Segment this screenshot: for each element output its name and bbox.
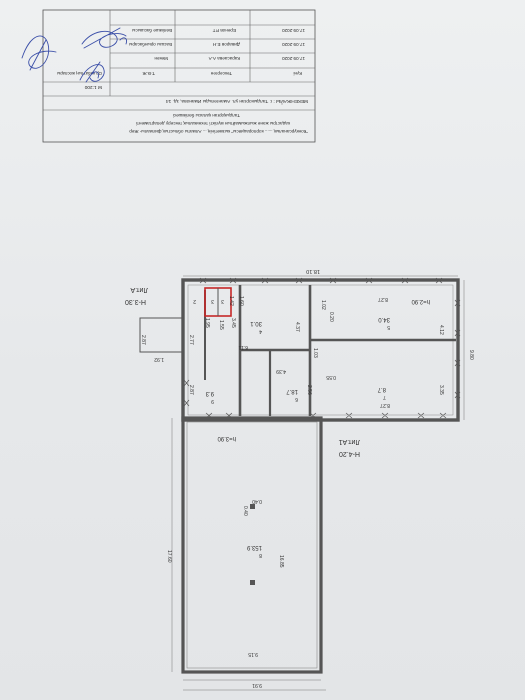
- room-height-hall: h=3.90: [217, 435, 236, 441]
- dim-1-95: 1.95: [204, 318, 210, 328]
- dim-3-35: 3.35: [438, 385, 444, 395]
- dim-3-45: 3.45: [230, 318, 236, 328]
- wall-hatching: [183, 277, 461, 419]
- room-area-hall: 153.9: [246, 544, 262, 550]
- porch: [139, 317, 183, 353]
- dim-1-03: 1.03: [312, 348, 318, 358]
- room-area-9: 9.3: [205, 390, 214, 396]
- room-area-4: 30.1: [250, 320, 262, 326]
- dim-overall-depth: 9.80: [468, 350, 474, 360]
- dim-9-15: 9.15: [248, 651, 258, 657]
- doc-label: Ор қабаттың жоспары: [57, 71, 102, 76]
- signatures: [21, 27, 127, 83]
- col-header-checked: Тексерген: [210, 71, 232, 76]
- dim-0-40-a: 0.40: [252, 498, 262, 504]
- row1-name: Карасаева А.А: [208, 56, 240, 61]
- dimension-lines: [171, 275, 465, 691]
- lit-a-height: Н-3.30: [125, 298, 146, 305]
- title-line-2: кадастры және жылжымайтын мүлікті техник…: [136, 121, 290, 127]
- row2-name: Диваров Е.Н: [213, 42, 240, 47]
- row3-role: Бөлімше басшысы: [132, 28, 172, 33]
- row3-name: Еренов Р.Т: [213, 28, 236, 33]
- room-area-6: 18.7: [286, 388, 298, 394]
- dim-0-20: 0.20: [328, 312, 334, 322]
- lit-a1-height: Н-4.20: [339, 450, 360, 457]
- row1-role: Мекен: [154, 56, 168, 61]
- room-area-5: 34.0: [378, 316, 390, 322]
- room-area-3: 3: [221, 298, 224, 304]
- column-marker: [250, 504, 255, 509]
- room-code-5: 5: [387, 324, 390, 330]
- room-height-upper: h=2.90: [411, 298, 430, 304]
- room-code-8: 8: [259, 552, 262, 558]
- dim-4-12: 4.12: [438, 325, 444, 335]
- signature-1: [21, 35, 57, 71]
- dim-9-91: 9.91: [252, 682, 262, 688]
- upper-block-walls: [181, 278, 460, 422]
- col-header-name: Т.Ә.Ж: [142, 71, 155, 76]
- dim-4-39: 4.39: [276, 368, 286, 374]
- scale-label: М 1:200: [84, 84, 102, 90]
- signature-3: [81, 27, 127, 49]
- dim-1-42: 1.42: [228, 296, 234, 306]
- room-code-9: 9: [211, 398, 214, 404]
- dim-overall-width: 18.10: [306, 268, 320, 274]
- hall-inner-line: [186, 421, 318, 669]
- address-row: МЕКЕНЖАЙЫ : г. Талдыкорган ул. Амангельд…: [166, 98, 308, 106]
- dim-16-85: 16.85: [278, 555, 284, 568]
- plan-labels: Лит.А Н-3.30 Лит.А1 Н-4.20 h=2.90 h=3.90…: [125, 268, 474, 688]
- room-code-2: 2: [193, 298, 196, 304]
- dim-2-77: 2.77: [188, 335, 194, 345]
- building-plan: [139, 275, 465, 691]
- row2-date: 17.09.2020: [282, 42, 305, 47]
- dim-1-92: 1.92: [154, 356, 164, 362]
- dim-8-27-a: 8.27: [378, 296, 388, 302]
- dim-4-37: 4.37: [294, 322, 300, 332]
- dim-8-27-b: 8.27: [380, 402, 390, 408]
- room-code-4: 4: [259, 328, 262, 334]
- hall-walls: [181, 416, 323, 674]
- room-code-6: 6: [295, 396, 298, 402]
- signature-2: [79, 61, 105, 83]
- dim-2-87-a: 2.87: [188, 385, 194, 395]
- row3-date: 17.09.2020: [282, 28, 305, 33]
- title-block: "Конкурсаналық ...... корпорациясы" кызм…: [42, 9, 316, 143]
- column-marker: [250, 580, 255, 585]
- title-block-frame: [42, 9, 316, 143]
- lit-a-label: Лит.А: [130, 286, 148, 293]
- dim-17-60: 17.60: [166, 550, 172, 563]
- row2-role: Басшы орынбасары: [129, 42, 172, 47]
- col-header-date: Күні: [293, 71, 302, 76]
- title-line-1: "Конкурсаналық ...... корпорациясы" кызм…: [129, 129, 308, 134]
- room-code-7: 7: [383, 394, 386, 400]
- lit-a1-label: Лит.А1: [338, 438, 360, 445]
- room-area-7: 8.7: [377, 386, 386, 392]
- dim-0-40-b: 0.40: [242, 506, 248, 516]
- dim-1-60: 1.60: [238, 296, 244, 306]
- dim-1-02: 1.02: [320, 300, 326, 310]
- row1-date: 17.09.2020: [282, 56, 305, 61]
- title-line-3: Талдықорған қаласы бөлімшесі: [173, 113, 240, 118]
- dim-2-87-b: 2.87: [140, 335, 146, 345]
- dim-2-56: 2.56: [306, 385, 312, 395]
- dim-1-55: 1.55: [218, 320, 224, 330]
- upper-block-inner-line: [187, 284, 454, 416]
- dim-0-55: 0.55: [326, 374, 336, 380]
- room-code-3: 3: [211, 298, 214, 304]
- dim-6-11: 6.11: [238, 344, 248, 350]
